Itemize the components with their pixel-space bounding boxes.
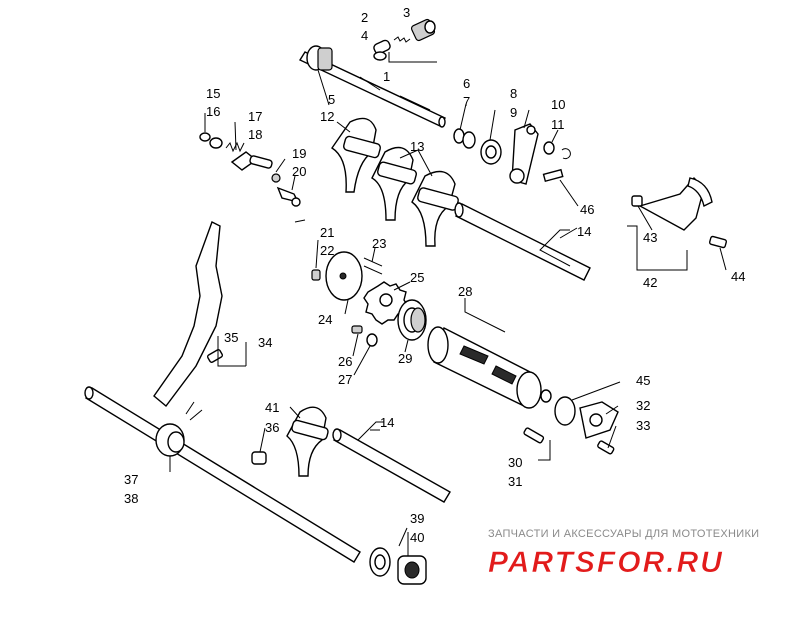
callout-24: 24 [318, 312, 332, 327]
bearing-29 [351, 299, 427, 347]
callout-38: 38 [124, 491, 138, 506]
callout-26: 26 [338, 354, 352, 369]
shift-fork-shaft-lower [332, 428, 451, 503]
callout-32: 32 [636, 398, 650, 413]
upper-shift-shaft [298, 45, 447, 128]
callout-43: 43 [643, 230, 657, 245]
callout-9: 9 [510, 105, 517, 120]
callout-18: 18 [248, 127, 262, 142]
stopper-plate-assembly [631, 176, 728, 249]
callout-30: 30 [508, 455, 522, 470]
drum-cover-parts [554, 396, 619, 455]
callout-21: 21 [320, 225, 334, 240]
callout-5: 5 [328, 92, 335, 107]
callout-44: 44 [731, 269, 745, 284]
callout-33: 33 [636, 418, 650, 433]
callout-6: 6 [463, 76, 470, 91]
bearing-39-collar-40 [369, 547, 427, 585]
watermark: ЗАПЧАСТИ И АКСЕССУАРЫ ДЛЯ МОТОТЕХНИКИ PA… [488, 528, 759, 579]
shift-fork-12 [331, 117, 381, 193]
callout-41: 41 [265, 400, 279, 415]
pin-36 [251, 451, 267, 465]
shift-arm [509, 123, 571, 185]
callout-36: 36 [265, 420, 279, 435]
callout-3: 3 [403, 5, 410, 20]
callout-4: 4 [361, 28, 368, 43]
callout-35: 35 [224, 330, 238, 345]
callout-20: 20 [292, 164, 306, 179]
callout-14-upper: 14 [577, 224, 591, 239]
detent-spring-pin [523, 427, 545, 444]
callout-10: 10 [551, 97, 565, 112]
leader-lines [169, 52, 727, 556]
callout-37: 37 [124, 472, 138, 487]
callout-1: 1 [383, 69, 390, 84]
stopper-parts [199, 132, 301, 207]
callout-7: 7 [463, 94, 470, 109]
shift-drum-cam-parts [311, 251, 409, 325]
shift-fork-shaft-upper [454, 202, 591, 281]
lower-shift-shaft [84, 386, 361, 563]
shift-fork-13a [371, 146, 417, 221]
callout-labels: 1 2 3 4 5 6 7 8 9 10 11 12 13 14 15 16 1… [124, 5, 745, 545]
callout-2: 2 [361, 10, 368, 25]
callout-39: 39 [410, 511, 424, 526]
watermark-tagline: ЗАПЧАСТИ И АКСЕССУАРЫ ДЛЯ МОТОТЕХНИКИ [488, 528, 759, 540]
callout-42: 42 [643, 275, 657, 290]
shift-fork-13b [411, 170, 459, 247]
callout-16: 16 [206, 104, 220, 119]
callout-12: 12 [320, 109, 334, 124]
shift-drum [427, 326, 552, 409]
callout-8: 8 [510, 86, 517, 101]
callout-31: 31 [508, 474, 522, 489]
shift-lever [153, 221, 224, 408]
callout-28: 28 [458, 284, 472, 299]
callout-14-lower: 14 [380, 415, 394, 430]
callout-23: 23 [372, 236, 386, 251]
callout-13: 13 [410, 139, 424, 154]
callout-19: 19 [292, 146, 306, 161]
callout-46: 46 [580, 202, 594, 217]
callout-40: 40 [410, 530, 424, 545]
watermark-logo: PARTSFOR.RU [488, 546, 724, 579]
callout-29: 29 [398, 351, 412, 366]
watermark-logo-part3: .RU [666, 546, 724, 579]
callout-27: 27 [338, 372, 352, 387]
watermark-logo-part2: FOR [597, 546, 666, 579]
washer-bearing-group [453, 128, 502, 165]
watermark-logo-part1: PARTS [488, 546, 597, 579]
callout-25: 25 [410, 270, 424, 285]
detent-assembly-parts [373, 18, 436, 61]
callout-45: 45 [636, 373, 650, 388]
shift-fork-41 [286, 406, 329, 477]
callout-17: 17 [248, 109, 262, 124]
callout-22: 22 [320, 243, 334, 258]
callout-15: 15 [206, 86, 220, 101]
callout-11: 11 [551, 117, 565, 132]
callout-34: 34 [258, 335, 272, 350]
